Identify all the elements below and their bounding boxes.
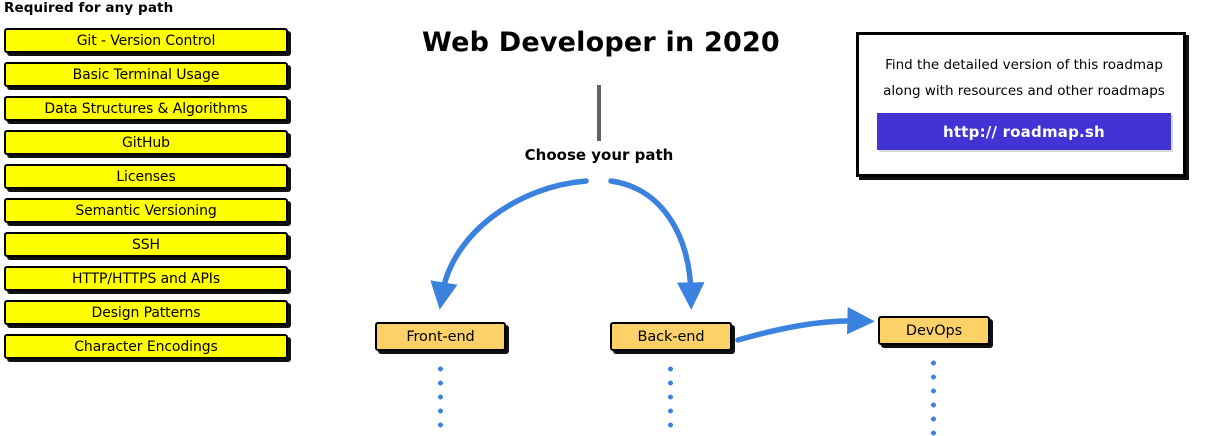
path-box-label: Back-end <box>637 328 705 345</box>
path-box-label: DevOps <box>905 322 963 339</box>
arrow-to-backend <box>608 178 705 310</box>
required-topic-label: Semantic Versioning <box>75 202 217 219</box>
info-box-line-2: along with resources and other roadmaps <box>883 83 1165 99</box>
title-connector-line <box>597 85 601 141</box>
required-topic-label: HTTP/HTTPS and APIs <box>71 270 221 287</box>
path-box-devops[interactable]: DevOps <box>878 316 990 345</box>
required-topic-label: Basic Terminal Usage <box>72 66 220 83</box>
required-topics-list: Git - Version Control Basic Terminal Usa… <box>4 28 290 368</box>
roadmap-sh-link-button[interactable]: http:// roadmap.sh <box>877 113 1171 150</box>
required-topic-label: Data Structures & Algorithms <box>44 100 248 117</box>
roadmap-info-box: Find the detailed version of this roadma… <box>856 32 1186 177</box>
required-topic-label: SSH <box>131 236 160 253</box>
required-topic-github[interactable]: GitHub <box>4 130 288 155</box>
required-topic-label: Licenses <box>116 168 176 185</box>
required-for-any-path-section: Required for any path Git - Version Cont… <box>0 0 300 436</box>
devops-continuation-dots <box>931 356 936 436</box>
required-topic-label: Git - Version Control <box>76 32 216 49</box>
page-title: Web Developer in 2020 <box>422 27 780 58</box>
frontend-continuation-dots <box>438 362 443 436</box>
roadmap-sh-link-label: http:// roadmap.sh <box>943 122 1105 141</box>
arrow-to-frontend <box>430 178 589 310</box>
path-box-label: Front-end <box>406 328 475 345</box>
required-topic-git-version-control[interactable]: Git - Version Control <box>4 28 288 53</box>
required-topic-character-encodings[interactable]: Character Encodings <box>4 334 288 359</box>
required-topic-ssh[interactable]: SSH <box>4 232 288 257</box>
arrow-backend-to-devops <box>735 306 875 343</box>
required-topic-label: Character Encodings <box>74 338 218 355</box>
path-box-back-end[interactable]: Back-end <box>610 322 732 351</box>
required-topic-basic-terminal-usage[interactable]: Basic Terminal Usage <box>4 62 288 87</box>
required-topic-semantic-versioning[interactable]: Semantic Versioning <box>4 198 288 223</box>
required-topic-label: Design Patterns <box>91 304 201 321</box>
required-topic-data-structures-algorithms[interactable]: Data Structures & Algorithms <box>4 96 288 121</box>
required-section-heading: Required for any path <box>4 0 174 16</box>
backend-continuation-dots <box>668 362 673 436</box>
choose-your-path-label: Choose your path <box>524 146 674 164</box>
required-topic-http-https-and-apis[interactable]: HTTP/HTTPS and APIs <box>4 266 288 291</box>
info-box-line-1: Find the detailed version of this roadma… <box>885 57 1163 73</box>
required-topic-design-patterns[interactable]: Design Patterns <box>4 300 288 325</box>
required-topic-label: GitHub <box>122 134 170 151</box>
path-box-front-end[interactable]: Front-end <box>375 322 506 351</box>
required-topic-licenses[interactable]: Licenses <box>4 164 288 189</box>
